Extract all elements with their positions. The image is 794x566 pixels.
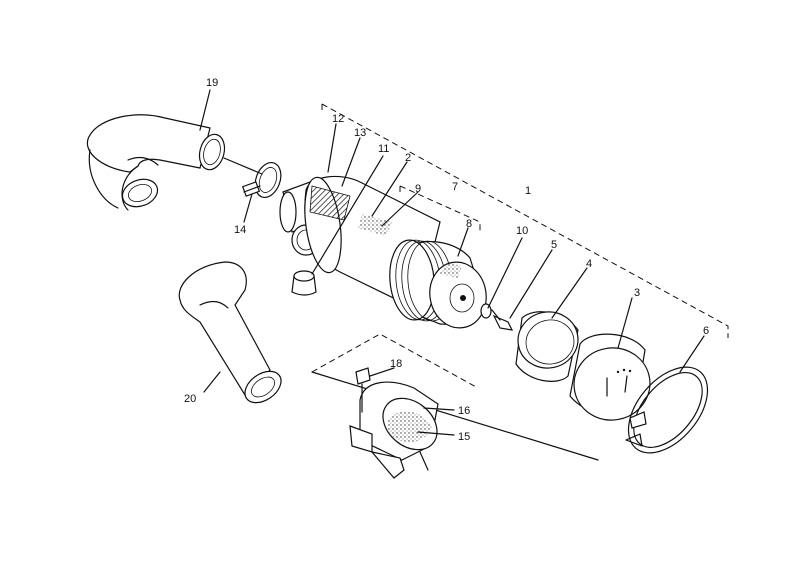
callout-labels: 1 2 3 4 5 6 7 8 9 10 11 12 13 14 15 16 1… bbox=[184, 77, 709, 443]
hose-clamp-14 bbox=[241, 161, 282, 199]
band-clamp-6 bbox=[625, 366, 709, 454]
wing-nut-10 bbox=[480, 303, 514, 331]
mounting-bracket-15-16 bbox=[311, 333, 599, 479]
callout-8: 8 bbox=[466, 218, 472, 230]
callout-10: 10 bbox=[516, 225, 528, 237]
callout-20: 20 bbox=[184, 393, 196, 405]
callout-12: 12 bbox=[332, 113, 344, 125]
callout-14: 14 bbox=[234, 224, 246, 236]
callout-19: 19 bbox=[206, 77, 218, 89]
callout-4: 4 bbox=[586, 258, 592, 270]
assembly-boundary-dashed bbox=[321, 103, 729, 338]
callout-3: 3 bbox=[634, 287, 640, 299]
cover-ring-4 bbox=[515, 311, 579, 382]
callout-5: 5 bbox=[551, 239, 557, 251]
callout-13: 13 bbox=[354, 127, 366, 139]
callout-15: 15 bbox=[458, 431, 470, 443]
callout-2: 2 bbox=[405, 152, 411, 164]
callout-11: 11 bbox=[378, 143, 389, 155]
filter-element-8 bbox=[389, 239, 487, 329]
callout-16: 16 bbox=[458, 405, 470, 417]
hose-19 bbox=[86, 114, 226, 211]
leader-lines bbox=[199, 89, 705, 436]
callout-18: 18 bbox=[390, 358, 402, 370]
callout-7: 7 bbox=[452, 181, 458, 193]
hose-20 bbox=[178, 261, 282, 404]
callout-1: 1 bbox=[525, 185, 531, 197]
dust-valve bbox=[291, 270, 317, 296]
callout-9: 9 bbox=[415, 183, 421, 195]
end-cap-3 bbox=[569, 333, 651, 421]
callout-6: 6 bbox=[703, 325, 709, 337]
bolt-18 bbox=[355, 367, 371, 413]
